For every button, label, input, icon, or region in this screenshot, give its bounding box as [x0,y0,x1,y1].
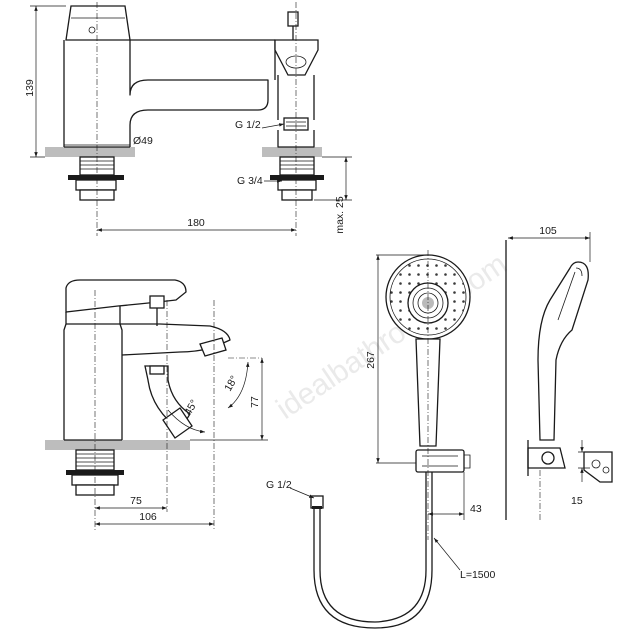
label-g34: G 3/4 [237,175,263,187]
dim-267: 267 [365,351,377,369]
dim-max25: max. 25 [334,196,346,234]
label-g12-outlet: G 1/2 [235,119,261,131]
label-g12-hose: G 1/2 [266,479,292,491]
dim-18deg: 18° [222,374,240,394]
lever-handle [65,5,131,41]
label-hose-length: L=1500 [460,569,495,581]
side-view: 18° 45° 77 75 106 [45,279,268,530]
fixing-right [270,156,324,201]
dim-15: 15 [571,495,583,507]
deck-surface-left [45,147,135,157]
diverter-body [274,39,319,76]
hand-shower-side: 105 15 [505,225,613,520]
dim-43: 43 [470,503,482,515]
deck-surface-right [262,147,322,157]
hand-shower-front: 267 43 [365,250,482,540]
front-view: 139 Ø49 G 1/2 G 3/4 max. 25 180 [24,2,352,236]
dim-106: 106 [139,511,157,523]
shower-side-profile [537,261,589,441]
shower-handle [415,338,441,447]
dim-dia49: Ø49 [133,135,153,147]
dim-139: 139 [24,79,36,97]
shower-holder [415,449,465,473]
fixing-left [68,156,124,201]
side-spout-outlet [199,337,227,357]
watermark-text: idealbathrooms.com [270,247,512,425]
dim-180: 180 [187,217,205,229]
dim-75: 75 [130,495,142,507]
deck-surface-side [45,440,190,450]
wall-bracket [583,451,613,483]
dim-77: 77 [249,396,261,408]
mixer-body [63,40,269,147]
side-diverter-knob [149,295,165,309]
shower-hose: G 1/2 L=1500 [266,472,495,629]
diverter-knob [287,11,299,27]
side-lever [65,279,187,313]
dim-105: 105 [539,225,557,237]
